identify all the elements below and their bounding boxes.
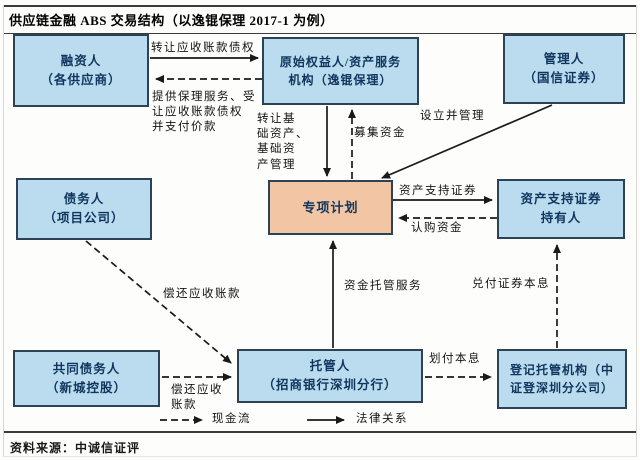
node-debtor-label: 债务人 （项目公司） — [43, 192, 125, 225]
edge-label-transfer-receivables: 转让应收账款债权 — [151, 42, 255, 54]
node-originator-label: 原始权益人/资产服务 机构（逸锟保理） — [279, 55, 402, 87]
edge-label-repay-receivables-codebtor: 偿还应收 账款 — [171, 384, 223, 412]
node-financier: 融资人 （各供应商） — [13, 34, 149, 107]
node-custodian-label: 托管人 （招商银行深圳分行） — [262, 359, 398, 392]
edge-label-raised-funds: 募集资金 — [354, 127, 406, 139]
node-manager-label: 管理人 （国信证券） — [523, 52, 605, 85]
figure-title: 供应链金融 ABS 交易结构（以逸锟保理 2017-1 为例） — [3, 5, 636, 34]
node-debtor: 债务人 （项目公司） — [16, 178, 152, 240]
node-financier-label: 融资人 （各供应商） — [40, 53, 122, 87]
edge-label-transfer-underlying: 转让基 础资产、 基础资 产管理 — [257, 113, 309, 171]
node-co-debtor: 共同债务人 （新城控股） — [13, 350, 160, 407]
legend-cashflow-label: 现金流 — [212, 413, 251, 425]
node-registrar: 登记托管机构（中 证登深圳分公司） — [497, 349, 627, 409]
node-custodian: 托管人 （招商银行深圳分行） — [237, 349, 423, 403]
edge-label-abs-securities: 资产支持证券 — [399, 185, 477, 197]
edge-label-factoring-service: 提供保理服务、受 让应收账款债权 并支付价款 — [152, 91, 256, 134]
node-originator: 原始权益人/资产服务 机构（逸锟保理） — [262, 37, 419, 105]
edge-label-transfer-principal: 划付本息 — [429, 353, 481, 365]
source-note: 资料来源：中诚信证评 — [3, 431, 637, 456]
legend-legal-label: 法律关系 — [356, 413, 408, 425]
node-registrar-label: 登记托管机构（中 证登深圳分公司） — [509, 363, 614, 395]
node-abs-holders-label: 资产支持证券 持有人 — [520, 192, 602, 225]
node-co-debtor-label: 共同债务人 （新城控股） — [45, 361, 127, 395]
edge-label-setup-and-manage: 设立并管理 — [420, 110, 485, 122]
edge-label-redeem-principal: 兑付证券本息 — [472, 278, 550, 290]
node-manager: 管理人 （国信证券） — [503, 34, 625, 104]
edge-label-repay-receivables-debtor: 偿还应收账款 — [163, 288, 241, 300]
node-special-plan-label: 专项计划 — [302, 199, 359, 215]
node-special-plan: 专项计划 — [268, 180, 393, 235]
edge-label-subscription-funds: 认购资金 — [411, 222, 463, 234]
node-abs-holders: 资产支持证券 持有人 — [497, 179, 625, 239]
edge-label-fund-custody: 资金托管服务 — [344, 280, 422, 292]
